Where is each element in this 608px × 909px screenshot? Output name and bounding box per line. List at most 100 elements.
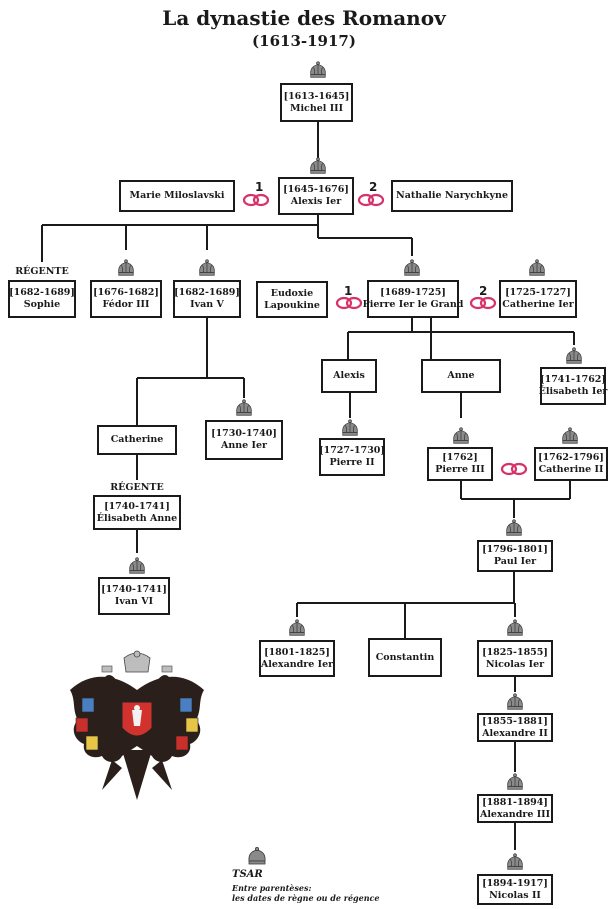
- person-name: Anne Ier: [220, 440, 268, 451]
- reign-dates: [1855-1881]: [482, 715, 548, 727]
- person-name: Alexis Ier: [290, 196, 342, 207]
- person-name: Catherine Ier: [502, 299, 574, 310]
- marriage-number-2: 2: [479, 284, 488, 298]
- person-name: Catherine II: [538, 464, 604, 475]
- reign-dates: [1645-1676]: [283, 184, 349, 195]
- reign-dates: [1801-1825]: [264, 646, 330, 658]
- person-box-nicolas2: [1894-1917] Nicolas II: [477, 874, 553, 905]
- person-name: Nicolas Ier: [485, 658, 545, 670]
- person-box-fedor: [1676-1682] Fédor III: [90, 280, 162, 318]
- person-name: Ivan V: [190, 299, 224, 310]
- person-box-constantin: Constantin: [368, 638, 442, 677]
- crown-icon: [236, 399, 252, 416]
- legend-crown-icon: [248, 846, 266, 865]
- crown-icon: [199, 259, 215, 276]
- person-box-eudoxie: Eudoxie Lapoukine: [256, 281, 328, 318]
- person-box-ivan5: [1682-1689] Ivan V: [173, 280, 241, 318]
- person-name: Élisabeth Ier: [538, 386, 608, 397]
- marriage-rings-icon: [469, 296, 497, 310]
- person-name: Alexandre III: [479, 808, 551, 820]
- reign-dates: [1825-1855]: [482, 646, 548, 658]
- person-name: Eudoxie: [270, 287, 314, 299]
- reign-dates: [1762]: [442, 452, 478, 463]
- person-name: Michel III: [289, 102, 344, 114]
- marriage-rings-icon: [335, 296, 363, 310]
- person-name: Paul Ier: [493, 556, 537, 567]
- person-box-catherine2: [1762-1796] Catherine II: [534, 447, 608, 481]
- crown-icon: [453, 427, 469, 444]
- person-box-ivan6: [1740-1741] Ivan VI: [98, 577, 170, 615]
- person-box-catherine1: [1725-1727] Catherine Ier: [499, 280, 577, 318]
- regente-label: RÉGENTE: [110, 482, 164, 493]
- reign-dates: [1894-1917]: [482, 877, 548, 889]
- person-name: Élisabeth Anne: [96, 512, 178, 524]
- reign-dates: [1730-1740]: [211, 428, 277, 439]
- person-box-alexis2: Alexis: [321, 359, 377, 393]
- legend-tsar: TSAR: [232, 869, 263, 880]
- legend-note-line: Entre parentèses:: [232, 883, 312, 893]
- crown-icon: [342, 419, 358, 436]
- person-name: Marie Miloslavski: [129, 190, 225, 201]
- marriage-rings-icon: [357, 193, 385, 207]
- person-box-alexis1: [1645-1676] Alexis Ier: [278, 177, 354, 215]
- person-box-elisabeth1: [1741-1762] Élisabeth Ier: [538, 367, 608, 405]
- person-box-elisabethanne: [1740-1741] Élisabeth Anne: [93, 495, 181, 530]
- crown-icon: [507, 619, 523, 636]
- crown-icon: [310, 157, 326, 174]
- coat-of-arms-eagle-icon: [70, 650, 204, 800]
- person-box-catherine: Catherine: [97, 425, 177, 455]
- reign-dates: [1740-1741]: [104, 500, 170, 512]
- person-name: Sophie: [23, 299, 61, 310]
- person-box-nathalie: Nathalie Narychkyne: [391, 180, 513, 212]
- marriage-number-1: 1: [344, 284, 353, 298]
- legend-note-line: les dates de règne ou de régence: [232, 893, 380, 903]
- person-name: Fédor III: [102, 299, 150, 310]
- person-box-alexandre1: [1801-1825] Alexandre Ier: [259, 640, 335, 677]
- person-box-anne1: [1730-1740] Anne Ier: [205, 420, 283, 460]
- person-name: Pierre Ier le Grand: [362, 299, 464, 310]
- person-name: Pierre II: [329, 457, 375, 468]
- person-box-anne: Anne: [421, 359, 501, 393]
- reign-dates: [1796-1801]: [482, 544, 548, 555]
- crown-icon: [562, 427, 578, 444]
- person-box-paul1: [1796-1801] Paul Ier: [477, 540, 553, 572]
- reign-dates: [1881-1894]: [482, 796, 548, 808]
- person-box-pierre2: [1727-1730] Pierre II: [319, 438, 385, 476]
- person-name: Nicolas II: [489, 889, 541, 901]
- page-subtitle: (1613-1917): [252, 32, 356, 50]
- crown-icon: [566, 347, 582, 364]
- crown-icon: [507, 773, 523, 790]
- person-box-pierre3: [1762] Pierre III: [427, 447, 493, 481]
- reign-dates: [1725-1727]: [505, 287, 571, 298]
- reign-dates: [1727-1730]: [319, 445, 385, 456]
- person-box-sophie: [1682-1689] Sophie: [8, 280, 76, 318]
- crown-icon: [118, 259, 134, 276]
- person-name: Pierre III: [435, 464, 485, 475]
- crown-icon: [506, 519, 522, 536]
- person-name: Alexis: [333, 370, 365, 381]
- person-name: Constantin: [375, 651, 435, 663]
- regente-label: RÉGENTE: [15, 266, 69, 277]
- person-name: Nathalie Narychkyne: [396, 190, 508, 201]
- person-box-pierre1: [1689-1725] Pierre Ier le Grand: [363, 280, 463, 318]
- crown-icon: [507, 853, 523, 870]
- person-name: Alexandre Ier: [260, 658, 334, 670]
- person-name: Anne: [447, 370, 475, 381]
- person-box-nicolas1: [1825-1855] Nicolas Ier: [477, 640, 553, 677]
- reign-dates: [1741-1762]: [540, 374, 606, 385]
- person-box-marie: Marie Miloslavski: [119, 180, 235, 212]
- reign-dates: [1676-1682]: [93, 287, 159, 298]
- reign-dates: [1762-1796]: [538, 452, 604, 463]
- reign-dates: [1682-1689]: [9, 287, 75, 298]
- crown-icon: [289, 619, 305, 636]
- reign-dates: [1740-1741]: [101, 584, 167, 595]
- person-box-michel: [1613-1645] Michel III: [280, 83, 353, 122]
- person-name: Alexandre II: [482, 727, 548, 739]
- reign-dates: [1689-1725]: [380, 287, 446, 298]
- page-title: La dynastie des Romanov: [162, 6, 446, 30]
- person-name: Catherine: [110, 434, 164, 445]
- person-name: Lapoukine: [264, 299, 320, 311]
- marriage-rings-icon: [242, 193, 270, 207]
- crown-icon: [129, 557, 145, 574]
